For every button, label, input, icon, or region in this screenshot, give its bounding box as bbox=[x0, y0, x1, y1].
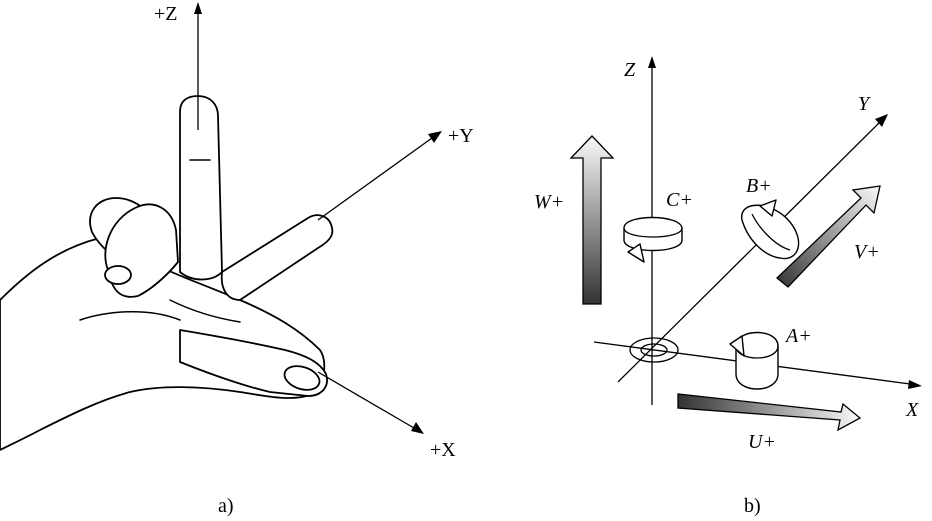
origin-ring-inner bbox=[640, 343, 668, 357]
axis-y-line bbox=[317, 137, 433, 221]
u-plus-label: U+ bbox=[748, 431, 776, 453]
b-axis-z-arrowhead bbox=[648, 56, 656, 68]
palm-crease bbox=[79, 311, 181, 321]
axis-x-line bbox=[317, 371, 415, 429]
panel-b-caption: b) bbox=[744, 495, 761, 517]
v-plus-label: V+ bbox=[854, 241, 880, 263]
c-plus-label: C+ bbox=[666, 189, 693, 211]
b-axis-z-label: Z bbox=[624, 59, 636, 81]
middle-finger-z bbox=[179, 95, 223, 281]
c-plus-rotation-icon bbox=[623, 216, 683, 263]
axis-y-arrowhead bbox=[428, 131, 442, 143]
a-plus-label: A+ bbox=[784, 325, 812, 347]
curled-fingernail bbox=[104, 265, 132, 285]
thumb-base-crease bbox=[169, 299, 241, 323]
panel-a: +Z +Y +X a) bbox=[0, 2, 474, 517]
right-hand-drawing bbox=[0, 95, 334, 451]
axis-y-label: +Y bbox=[448, 125, 474, 147]
v-plus-arrow bbox=[776, 185, 881, 288]
w-plus-label: W+ bbox=[534, 191, 564, 213]
axis-z-label: +Z bbox=[154, 3, 178, 25]
panel-a-caption: a) bbox=[218, 495, 234, 517]
b-plus-label: B+ bbox=[746, 175, 772, 197]
axis-x-label: +X bbox=[430, 439, 456, 461]
b-axis-x-arrowhead bbox=[908, 380, 922, 389]
u-plus-arrow bbox=[677, 393, 862, 432]
b-axis-y-arrowhead bbox=[875, 114, 888, 127]
b-plus-rotation-icon bbox=[741, 199, 800, 260]
panel-b: Z Y X W+ C+ B+ V+ bbox=[534, 56, 922, 517]
origin-ring-outer bbox=[629, 337, 679, 363]
thumbnail bbox=[283, 365, 321, 391]
a-plus-rotation-icon bbox=[729, 331, 779, 390]
index-finger-y bbox=[220, 214, 334, 301]
axis-z-arrowhead bbox=[194, 2, 202, 14]
axis-x-arrowhead bbox=[411, 422, 424, 434]
w-plus-arrow bbox=[569, 135, 615, 305]
b-axis-y-label: Y bbox=[858, 93, 871, 115]
b-axis-x-label: X bbox=[905, 399, 919, 421]
